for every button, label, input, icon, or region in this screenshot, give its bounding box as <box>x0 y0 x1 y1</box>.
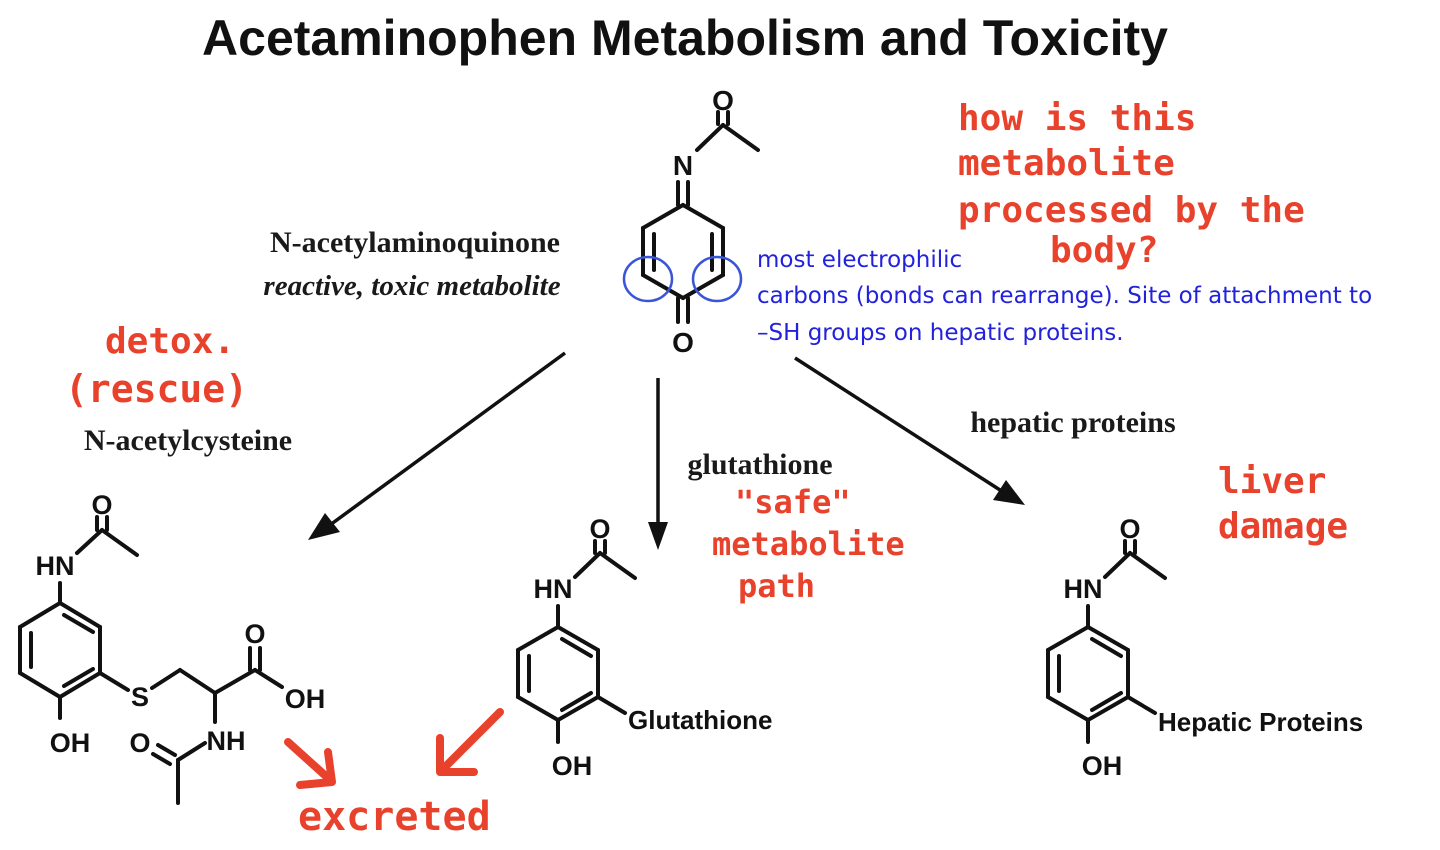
bond <box>58 601 102 629</box>
handwritten-annotations: how is this metabolite processed by the … <box>65 98 1348 840</box>
annotation-rescue: (rescue) <box>65 367 248 411</box>
red-arrowhead-left <box>296 748 336 789</box>
atom-nh: NH <box>207 726 246 756</box>
arrowhead <box>648 522 668 550</box>
bond <box>516 695 560 722</box>
reagent-glutathione: glutathione <box>687 448 832 481</box>
bond <box>18 601 62 629</box>
bond <box>1128 551 1167 580</box>
bond <box>1126 695 1157 715</box>
bond <box>556 695 600 722</box>
reagent-hepatic-proteins: hepatic proteins <box>970 406 1175 439</box>
atom-o-amide: O <box>129 728 150 758</box>
bond <box>75 528 104 555</box>
bond <box>213 668 257 695</box>
atom-o-acid: O <box>244 619 265 649</box>
annotation-excreted: excreted <box>298 794 491 840</box>
atom-hn: HN <box>36 551 75 581</box>
bond <box>556 625 600 652</box>
electrophile-note-line-3: –SH groups on hepatic proteins. <box>757 320 1124 346</box>
quinone-imine-structure: O N O <box>622 85 760 358</box>
annotation-safe: "safe" <box>735 483 851 521</box>
annotation-question-line-1: how is this <box>958 98 1196 139</box>
bond <box>516 625 560 652</box>
bond <box>681 273 725 300</box>
quinone-description: reactive, toxic metabolite <box>263 270 560 302</box>
annotation-question-line-2: metabolite <box>958 143 1175 184</box>
bond <box>62 613 95 634</box>
atom-oh-acid: OH <box>285 684 326 714</box>
reaction-arrows <box>308 351 1025 550</box>
bond <box>62 667 95 688</box>
electrophile-marker-right <box>691 255 743 303</box>
bond <box>156 743 177 757</box>
reagent-n-acetylcysteine: N-acetylcysteine <box>84 424 292 457</box>
bond <box>176 741 207 762</box>
annotation-metabolite: metabolite <box>712 525 905 563</box>
bond <box>560 637 593 658</box>
atom-o-bottom: O <box>672 327 694 358</box>
atom-hn: HN <box>1064 574 1103 604</box>
glutathione-adduct-structure: O HN Glutathione OH <box>516 514 772 781</box>
electrophile-note-line-2: carbons (bonds can rearrange). Site of a… <box>757 283 1372 309</box>
bond <box>178 668 217 695</box>
bond <box>1086 695 1130 722</box>
bond <box>151 752 172 766</box>
arrowhead <box>993 480 1025 505</box>
bond <box>596 695 627 715</box>
bond <box>1103 551 1132 579</box>
arrow-to-cysteine-adduct <box>328 351 567 527</box>
bond <box>150 668 182 690</box>
annotation-detox: detox. <box>105 321 235 362</box>
page-title: Acetaminophen Metabolism and Toxicity <box>202 10 1168 66</box>
atom-oh: OH <box>552 751 593 781</box>
bond <box>1046 625 1090 652</box>
atom-n: N <box>673 150 693 181</box>
red-arrow-left <box>284 738 332 782</box>
electrophile-marker-left <box>622 255 674 303</box>
bond <box>641 273 685 300</box>
bond <box>681 203 725 230</box>
annotation-question-line-3: processed by the <box>958 190 1305 231</box>
bond <box>18 671 62 699</box>
substituent-hepatic-proteins: Hepatic Proteins <box>1158 707 1363 737</box>
bond <box>253 668 284 689</box>
bond <box>58 671 102 699</box>
atom-o: O <box>91 490 112 520</box>
bond <box>598 551 637 580</box>
annotation-damage: damage <box>1218 506 1348 547</box>
bond <box>98 671 130 692</box>
protein-adduct-structure: O HN Hepatic Proteins OH <box>1046 514 1363 781</box>
substituent-glutathione: Glutathione <box>628 705 772 735</box>
arrowhead <box>308 513 340 540</box>
bond <box>1086 625 1130 652</box>
bond <box>573 551 602 579</box>
annotation-liver: liver <box>1218 461 1326 502</box>
cysteine-adduct-structure: O HN OH S O OH NH O <box>18 490 326 805</box>
arrow-to-protein-adduct <box>794 356 1001 492</box>
bond <box>100 528 139 557</box>
atom-hn: HN <box>534 574 573 604</box>
bond <box>695 123 725 152</box>
atom-o: O <box>1119 514 1140 544</box>
bond <box>1090 637 1123 658</box>
bond <box>1046 695 1090 722</box>
bond <box>641 203 685 230</box>
atom-s: S <box>131 682 149 712</box>
atom-o-top: O <box>712 85 734 116</box>
bond <box>1090 691 1123 712</box>
red-arrow-right <box>438 708 504 774</box>
quinone-name: N-acetylaminoquinone <box>270 226 560 259</box>
red-arrowhead-right <box>436 734 478 776</box>
bond <box>721 123 760 152</box>
annotation-question-line-4: body? <box>1050 230 1158 271</box>
electrophile-note-line-1: most electrophilic <box>757 247 962 273</box>
atom-oh-ring: OH <box>50 728 91 758</box>
atom-oh: OH <box>1082 751 1123 781</box>
bond <box>560 691 593 712</box>
annotation-path: path <box>738 567 815 605</box>
atom-o: O <box>589 514 610 544</box>
